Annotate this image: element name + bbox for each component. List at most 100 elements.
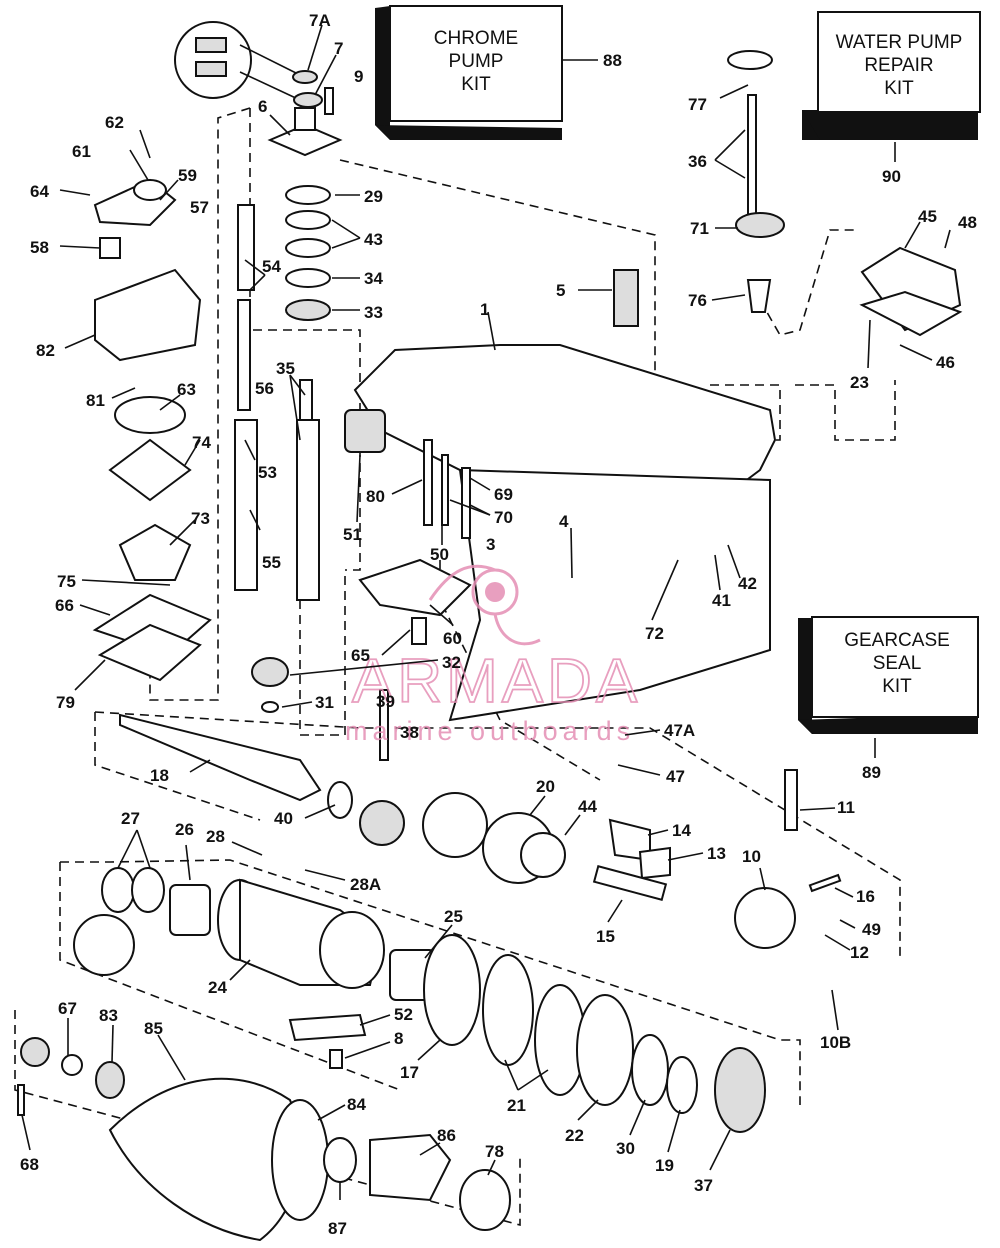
part-label: 9 [354,67,363,86]
part-label: 38 [400,723,419,742]
part-label: 70 [494,508,513,527]
water-pump-kit-line-1: WATER PUMP [836,32,963,53]
part-label: 72 [645,624,664,643]
part-label: 19 [655,1156,674,1175]
part-label: 78 [485,1142,504,1161]
part-label: 64 [30,182,49,201]
part-label: 34 [364,269,383,288]
part-number-labels: 7A 7 9 6 29 43 34 33 5 4 35 56 53 55 62 6… [20,11,977,1238]
part-label: 10 [742,847,761,866]
kit-ref-89: 89 [862,763,881,782]
part-label: 43 [364,230,383,249]
part-label: 35 [276,359,295,378]
part-label: 45 [918,207,937,226]
part-label: 44 [578,797,597,816]
part-label: 57 [190,198,209,217]
part-label: 12 [850,943,869,962]
part-label: 33 [364,303,383,322]
part-label: 39 [376,692,395,711]
part-label: 36 [688,152,707,171]
watermark-brand: ARMADA [352,647,641,716]
part-label: 40 [274,809,293,828]
part-label: 13 [707,844,726,863]
part-label: 37 [694,1176,713,1195]
part-label: 80 [366,487,385,506]
watermark-tagline: marine outboards [345,716,635,746]
part-label: 29 [364,187,383,206]
part-label: 7 [334,39,343,58]
part-label: 27 [121,809,140,828]
part-label: 81 [86,391,105,410]
part-label: 69 [494,485,513,504]
part-label: 60 [443,629,462,648]
part-label: 47A [664,721,695,740]
part-label: 87 [328,1219,347,1238]
part-label: 42 [738,574,757,593]
part-label: 66 [55,596,74,615]
gearcase-kit-line-1: GEARCASE [844,630,950,651]
part-label: 62 [105,113,124,132]
part-label: 52 [394,1005,413,1024]
part-label: 28A [350,875,381,894]
kit-ref-90: 90 [882,167,901,186]
part-label: 73 [191,509,210,528]
part-label: 7A [309,11,331,30]
parts [17,21,963,1242]
part-label: 46 [936,353,955,372]
part-label: 47 [666,767,685,786]
part-label: 82 [36,341,55,360]
part-label: 83 [99,1006,118,1025]
part-label: 24 [208,978,227,997]
part-label: 28 [206,827,225,846]
part-label: 41 [712,591,731,610]
part-label: 84 [347,1095,366,1114]
part-label: 74 [192,433,211,452]
part-label: 76 [688,291,707,310]
part-label: 8 [394,1029,403,1048]
part-label: 20 [536,777,555,796]
part-label: 10B [820,1033,851,1052]
part-label: 26 [175,820,194,839]
part-label: 4 [559,512,569,531]
chrome-pump-kit-line-1: CHROME [434,28,518,49]
part-label: 77 [688,95,707,114]
part-label: 85 [144,1019,163,1038]
part-label: 50 [430,545,449,564]
part-label: 49 [862,920,881,939]
part-label: 48 [958,213,977,232]
part-label: 65 [351,646,370,665]
part-label: 1 [480,300,489,319]
part-label: 79 [56,693,75,712]
part-label: 14 [672,821,691,840]
part-label: 30 [616,1139,635,1158]
part-label: 61 [72,142,91,161]
part-label: 23 [850,373,869,392]
part-label: 21 [507,1096,526,1115]
part-label: 56 [255,379,274,398]
watermark-logo: ARMADA marine outboards [345,564,641,746]
part-label: 6 [258,97,267,116]
part-label: 59 [178,166,197,185]
gearcase-kit-line-2: SEAL [873,653,922,674]
part-label: 55 [262,553,281,572]
part-label: 18 [150,766,169,785]
chrome-pump-kit-box: CHROME PUMP KIT 88 [375,5,622,140]
part-label: 32 [442,653,461,672]
gearcase-seal-kit-box: GEARCASE SEAL KIT 89 [798,616,979,782]
part-label: 17 [400,1063,419,1082]
chrome-pump-kit-line-2: PUMP [449,51,504,72]
part-label: 67 [58,999,77,1018]
part-label: 53 [258,463,277,482]
part-label: 3 [486,535,495,554]
part-label: 11 [837,798,855,817]
part-label: 5 [556,281,565,300]
part-label: 15 [596,927,615,946]
part-label: 25 [444,907,463,926]
kit-ref-88: 88 [603,51,622,70]
part-label: 86 [437,1126,456,1145]
gearcase-kit-line-3: KIT [882,676,912,697]
part-label: 63 [177,380,196,399]
water-pump-kit-box: WATER PUMP REPAIR KIT 90 [802,11,981,186]
part-label: 22 [565,1126,584,1145]
